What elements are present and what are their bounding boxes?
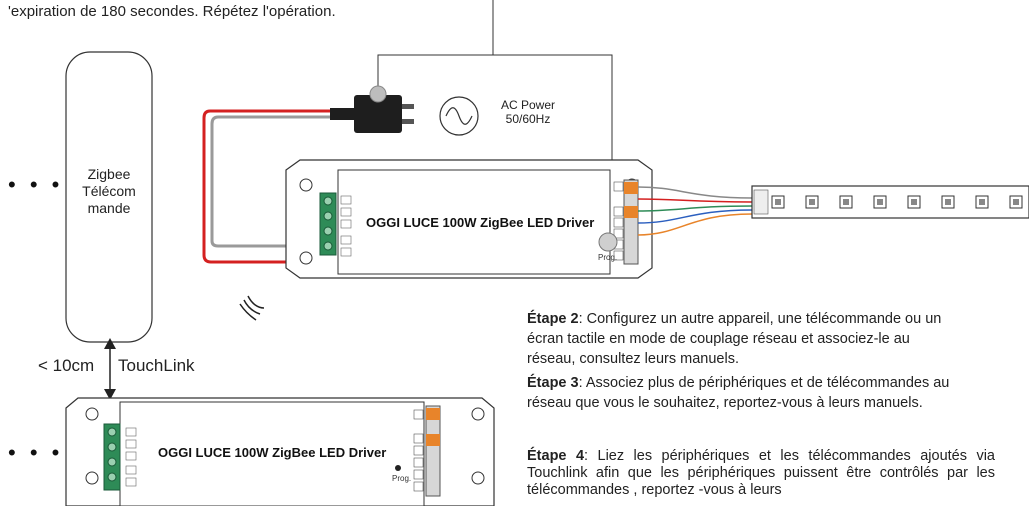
driver-bottom	[65, 397, 495, 506]
driver-top	[285, 159, 653, 279]
driver-top-prog: Prog.	[598, 253, 618, 262]
wire-gray	[210, 115, 330, 248]
ac-power-line2: 50/60Hz	[505, 112, 551, 126]
wire-out-green	[637, 205, 753, 212]
ellipsis-bottom: • • •	[8, 440, 64, 465]
driver-bottom-prog: Prog.	[392, 474, 412, 483]
wire-red	[202, 109, 330, 264]
step-2-title: Étape 2	[527, 311, 579, 327]
step-3-text: : Associez plus de périphériques et de t…	[527, 375, 950, 411]
step-4-title: Étape 4	[527, 448, 585, 464]
power-plug	[330, 85, 414, 133]
ac-power-symbol	[439, 96, 479, 136]
wire-out-blue	[637, 209, 753, 224]
step-4: Étape 4: Liez les périphériques et les t…	[527, 448, 995, 499]
driver-top-title: OGGI LUCE 100W ZigBee LED Driver	[366, 215, 595, 230]
remote-label: Zigbee Télécom mande	[82, 166, 136, 216]
step-4-text: : Liez les périphériques et les télécomm…	[527, 448, 995, 498]
wire-out-orange	[637, 213, 753, 236]
led-strip	[751, 185, 1029, 219]
mains-wire-top	[377, 0, 494, 88]
wire-out-gray	[637, 186, 753, 199]
step-2-text: : Configurez un autre appareil, une télé…	[527, 311, 942, 367]
ac-power-label: AC Power 50/60Hz	[488, 98, 568, 126]
step-2: Étape 2: Configurez un autre appareil, u…	[527, 309, 959, 369]
touchlink-arrow	[104, 338, 116, 400]
ac-power-line1: AC Power	[500, 98, 556, 112]
distance-label: < 10cm	[38, 356, 95, 375]
step-3-title: Étape 3	[527, 375, 579, 391]
touchlink-label: TouchLink	[118, 356, 195, 375]
top-note: 'expiration de 180 secondes. Répétez l'o…	[8, 3, 336, 20]
steps-panel: Étape 2: Configurez un autre appareil, u…	[527, 309, 959, 417]
ellipsis-top: • • •	[8, 172, 64, 197]
wire-out-red	[637, 198, 753, 203]
step-3: Étape 3: Associez plus de périphériques …	[527, 373, 959, 413]
driver-bottom-title: OGGI LUCE 100W ZigBee LED Driver	[158, 445, 387, 460]
wireless-signal-icon	[239, 295, 265, 321]
